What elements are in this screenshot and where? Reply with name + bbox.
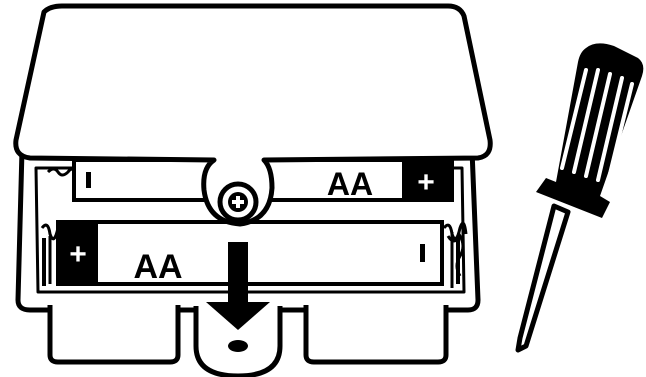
battery-bottom-plus: + — [69, 238, 87, 271]
battery-bottom: + AA — [58, 222, 442, 286]
battery-top-minus — [86, 172, 91, 188]
screwdriver-icon — [518, 43, 643, 350]
battery-top-plus: + — [417, 166, 435, 199]
battery-top-label: AA — [327, 166, 373, 202]
battery-bottom-minus — [420, 244, 425, 262]
battery-bottom-label: AA — [133, 248, 182, 286]
screw-icon — [220, 184, 256, 220]
